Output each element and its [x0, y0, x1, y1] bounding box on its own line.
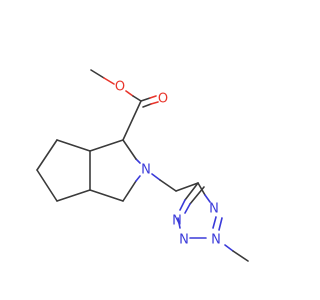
- bond-c5-n1-blue-b: [184, 203, 191, 214]
- bond-c3a-c3: [89, 189, 124, 202]
- molecule-structure: O O N N N N N: [36, 69, 249, 262]
- bond-n3-methyl-blue: [224, 244, 234, 252]
- tetrazole-n2-label: N: [179, 233, 189, 248]
- bond-c5-n4-blue: [204, 194, 211, 203]
- bond-n4-n3: [212, 216, 217, 229]
- bond-methyl-o: [90, 69, 105, 79]
- bond-n4-n3-double: [218, 217, 223, 231]
- bond-n-c1-blue: [135, 158, 141, 164]
- bond-c5-n1-b: [189, 186, 205, 205]
- bond-carbonyl-double-a: [140, 97, 151, 102]
- bond-n-ch2: [159, 179, 177, 192]
- ring-nitrogen-label: N: [141, 163, 151, 178]
- bond-n-ch2-blue: [151, 173, 161, 181]
- bond-methyl-o-red: [103, 77, 115, 85]
- bond-c3-n-blue: [135, 175, 141, 182]
- bond-n3-methyl: [232, 250, 249, 262]
- tetrazole-n4-label: N: [209, 202, 219, 217]
- bond-carbonyl-c1: [122, 100, 142, 141]
- bond-c7a-c7: [56, 139, 91, 152]
- bond-n-c1: [122, 139, 137, 160]
- bond-n2-n1: [177, 217, 181, 229]
- bond-c3-n: [122, 180, 137, 202]
- bond-c7-c6: [36, 139, 58, 171]
- bond-carbonyl-double-b-red: [150, 101, 159, 105]
- tetrazole-n1-label: N: [172, 214, 182, 229]
- bond-c1-c7a: [89, 139, 124, 152]
- carbonyl-oxygen-label: O: [158, 92, 168, 107]
- bond-ch2-c5: [175, 182, 199, 192]
- bond-c5-n1-a: [184, 182, 199, 201]
- molecule-canvas: O O N N N N N: [36, 69, 249, 262]
- bond-c6-c5: [36, 169, 58, 202]
- bond-o-carbonyl-red: [125, 90, 134, 97]
- bond-c5-c3a: [56, 189, 91, 202]
- bond-carbonyl-double-b: [142, 103, 152, 108]
- ester-oxygen-label: O: [115, 80, 125, 95]
- bond-carbonyl-double-a-red: [149, 95, 157, 99]
- tetrazole-n3-label: N: [211, 233, 221, 248]
- bond-c5-n1-blue-a: [179, 199, 186, 211]
- bond-o-carbonyl: [132, 95, 142, 102]
